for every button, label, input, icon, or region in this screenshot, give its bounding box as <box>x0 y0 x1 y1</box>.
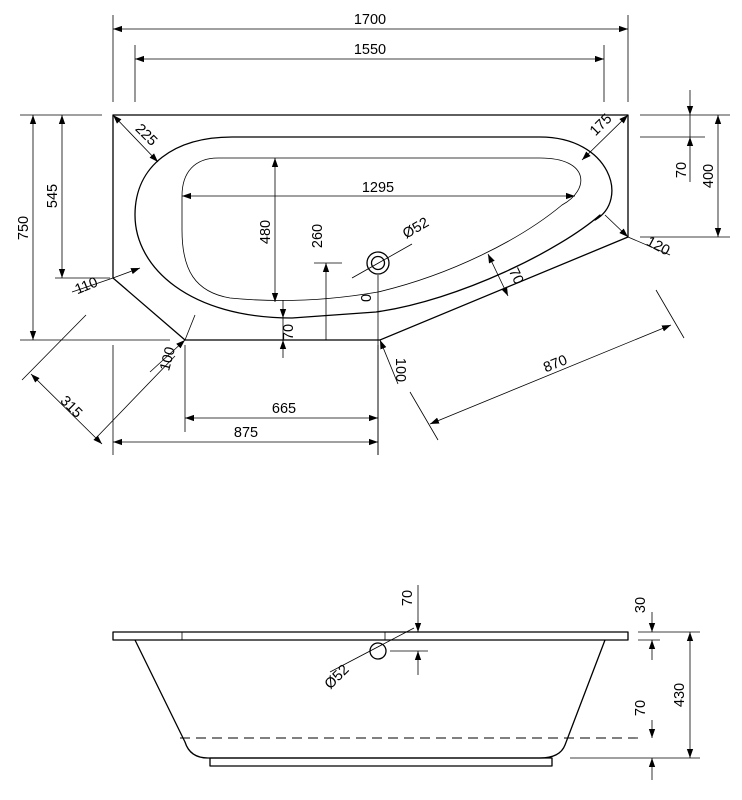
dim-total-height: 430 <box>672 683 688 707</box>
dim-diagonal-left: 315 <box>57 393 85 421</box>
rim-inner-edge <box>134 136 613 319</box>
dim-front-length: 665 <box>272 401 296 417</box>
dim-corner-top-left: 225 <box>132 121 160 149</box>
dim-overall-width: 750 <box>16 216 32 240</box>
drain-leader <box>351 243 413 279</box>
dim-base-height: 70 <box>633 700 649 716</box>
overflow-hole <box>369 642 387 660</box>
dim-right-offset: 70 <box>674 162 690 178</box>
basin-floor <box>181 157 582 301</box>
dim-basin-width: 480 <box>258 220 274 244</box>
dim-overflow-diameter: Ø52 <box>322 662 353 693</box>
dim-overall-length: 1700 <box>354 12 386 28</box>
dim-drain-diameter: Ø52 <box>400 215 432 243</box>
tub-body <box>134 639 606 759</box>
dim-apron-bottom-left: 100 <box>157 345 179 373</box>
dim-front-total: 875 <box>234 425 258 441</box>
dim-line-315 <box>30 373 103 445</box>
dim-apron-bottom-right: 100 <box>392 358 408 382</box>
dim-inner-length: 1550 <box>354 42 386 58</box>
dim-line-870 <box>429 324 672 425</box>
dim-corner-right: 120 <box>643 234 672 259</box>
dim-drain-offset: 0 <box>359 294 375 302</box>
dim-drain-from-front: 260 <box>310 224 326 248</box>
tub-rim <box>112 631 629 641</box>
dim-left-depth: 545 <box>45 184 61 208</box>
dim-overflow-top: 70 <box>400 590 416 606</box>
tub-outline <box>112 114 629 341</box>
dim-basin-length: 1295 <box>362 180 394 196</box>
drain-hole <box>366 251 390 275</box>
plan-view: 1700 1550 1295 480 750 545 400 70 <box>16 12 730 455</box>
dim-angled-side: 870 <box>541 352 569 376</box>
dim-right-depth: 400 <box>701 164 717 188</box>
dim-rim-thickness: 30 <box>633 597 649 613</box>
tub-base <box>209 757 553 767</box>
dim-rim-bottom: 70 <box>281 324 297 340</box>
side-view: 70 Ø52 30 70 430 <box>112 585 700 780</box>
dim-rim-side: 70 <box>505 266 526 287</box>
